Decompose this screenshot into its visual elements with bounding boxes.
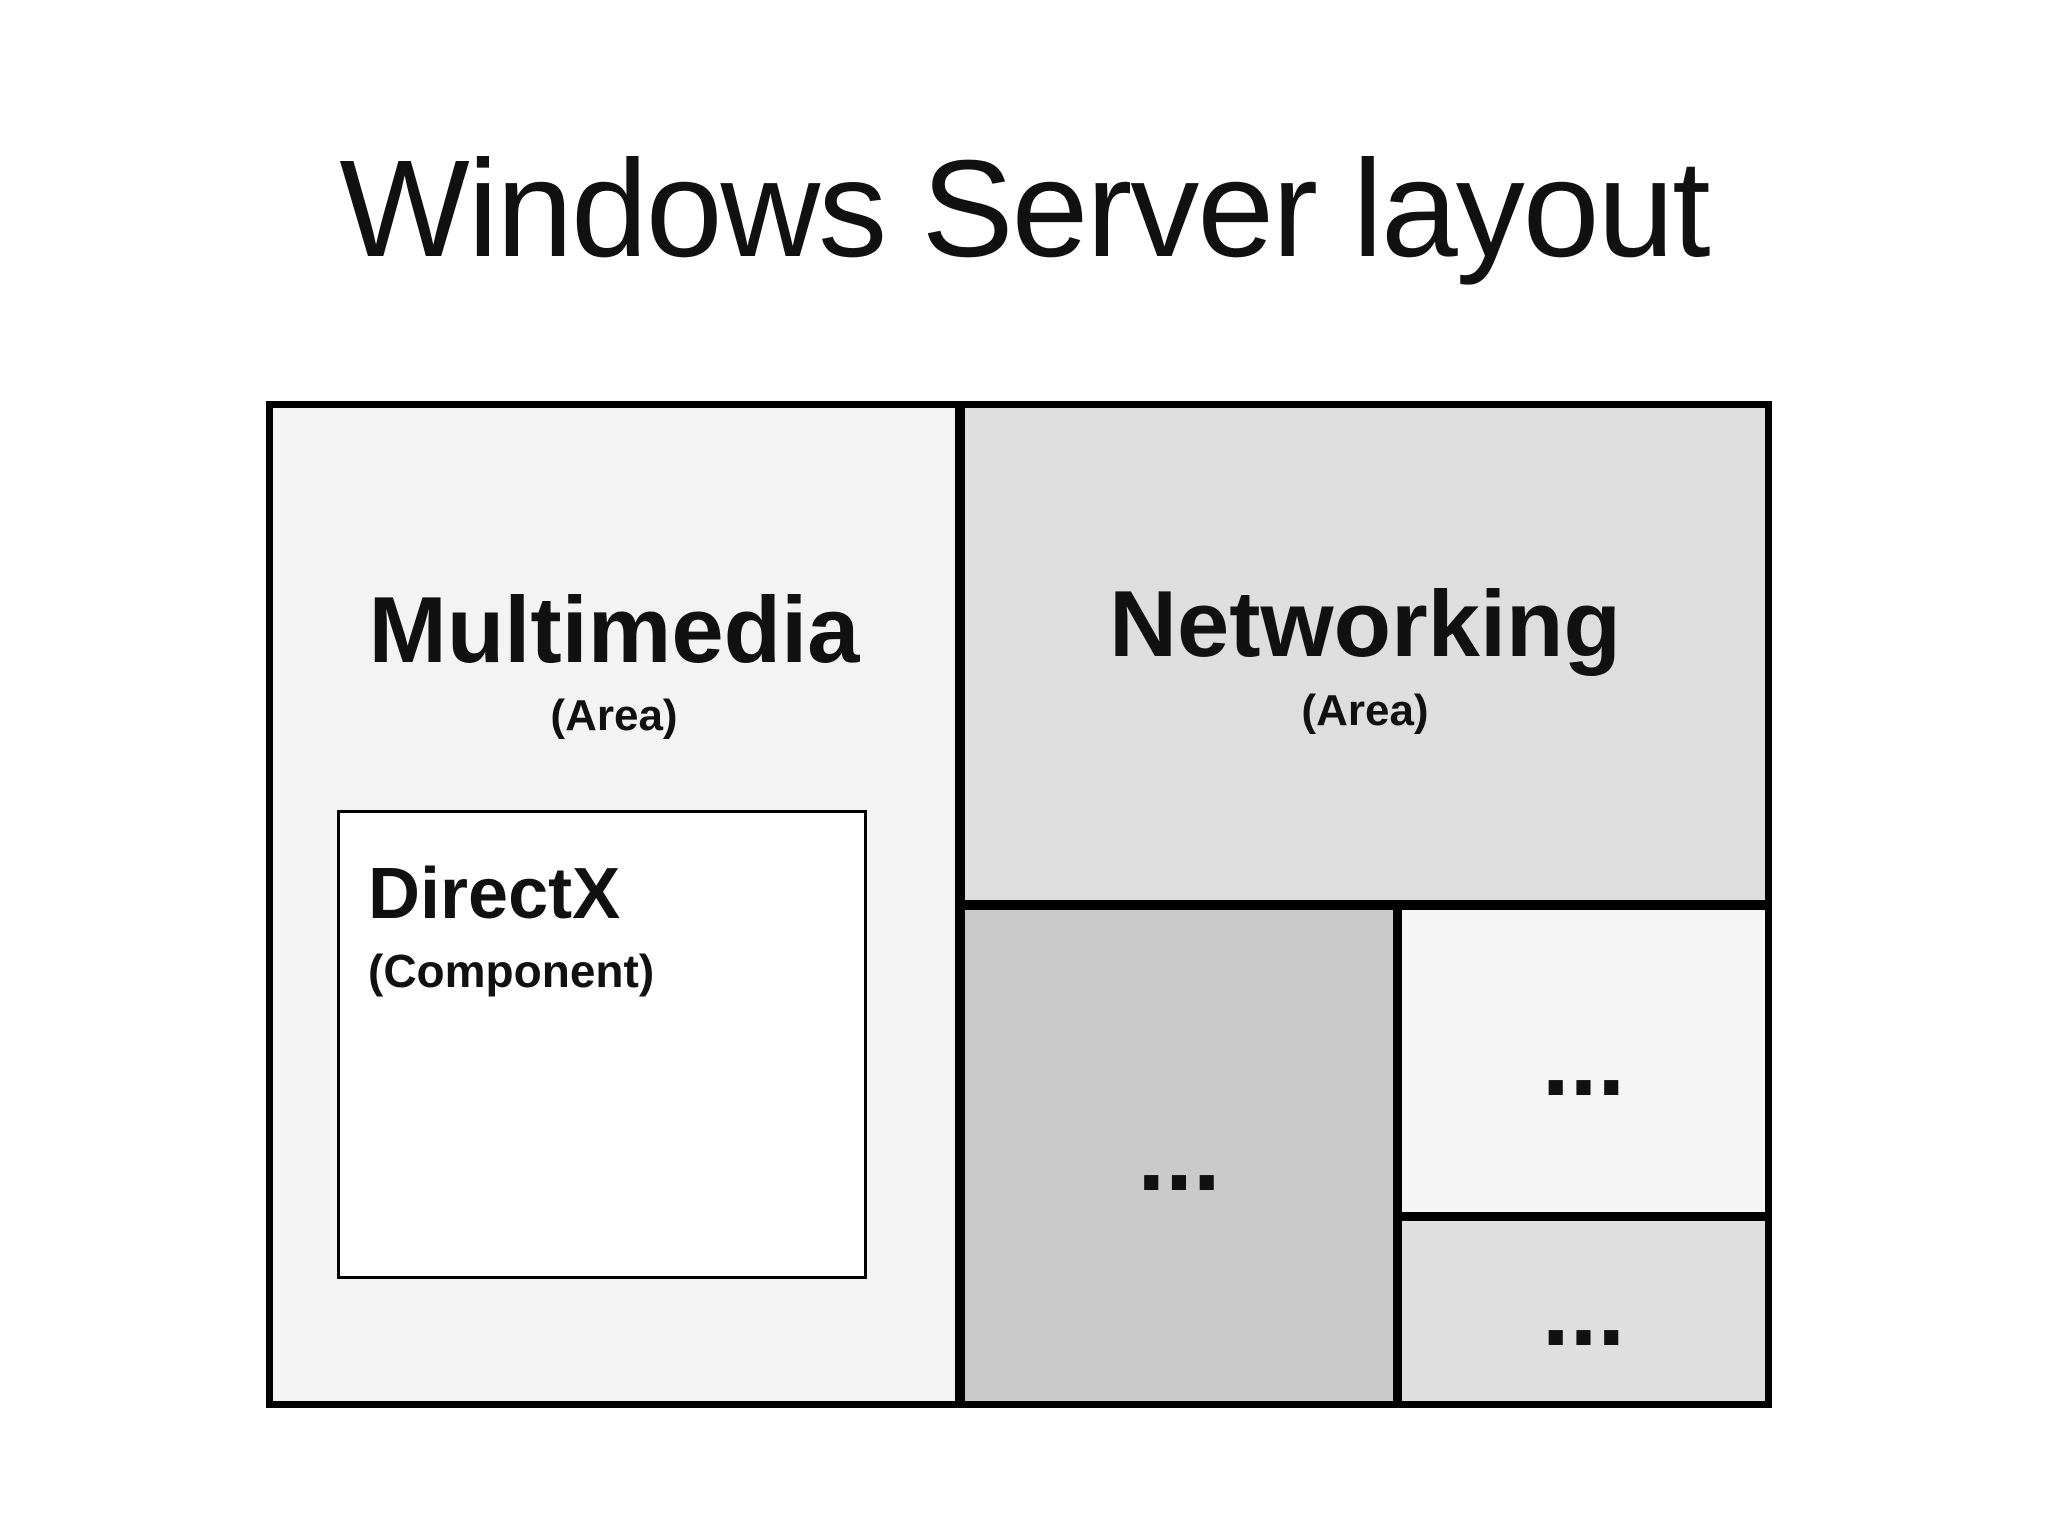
multimedia-area-box: Multimedia (Area) DirectX (Component) — [273, 408, 955, 1401]
networking-area-box: Networking (Area) — [965, 408, 1765, 900]
placeholder-ellipsis: ... — [1541, 1005, 1626, 1117]
treemap-diagram: Multimedia (Area) DirectX (Component) Ne… — [266, 401, 1772, 1408]
bottom-row: ... ... ... — [965, 910, 1765, 1401]
directx-component-label: DirectX — [368, 854, 621, 934]
networking-area-sublabel: (Area) — [1301, 685, 1429, 735]
directx-component-sublabel: (Component) — [368, 945, 655, 998]
placeholder-area-box-top: ... — [1402, 910, 1765, 1212]
placeholder-area-box-bottom: ... — [1402, 1221, 1765, 1401]
placeholder-ellipsis: ... — [1541, 1255, 1626, 1367]
directx-component-box: DirectX (Component) — [337, 810, 867, 1279]
multimedia-area-sublabel: (Area) — [550, 691, 678, 741]
slide-title: Windows Server layout — [339, 132, 1710, 286]
right-column: Networking (Area) ... ... ... — [965, 408, 1765, 1401]
placeholder-mini-column: ... ... — [1402, 910, 1765, 1401]
placeholder-ellipsis: ... — [1137, 1099, 1221, 1212]
multimedia-area-label: Multimedia — [368, 577, 860, 682]
networking-area-label: Networking — [1109, 571, 1621, 677]
placeholder-area-box-large: ... — [965, 910, 1393, 1401]
